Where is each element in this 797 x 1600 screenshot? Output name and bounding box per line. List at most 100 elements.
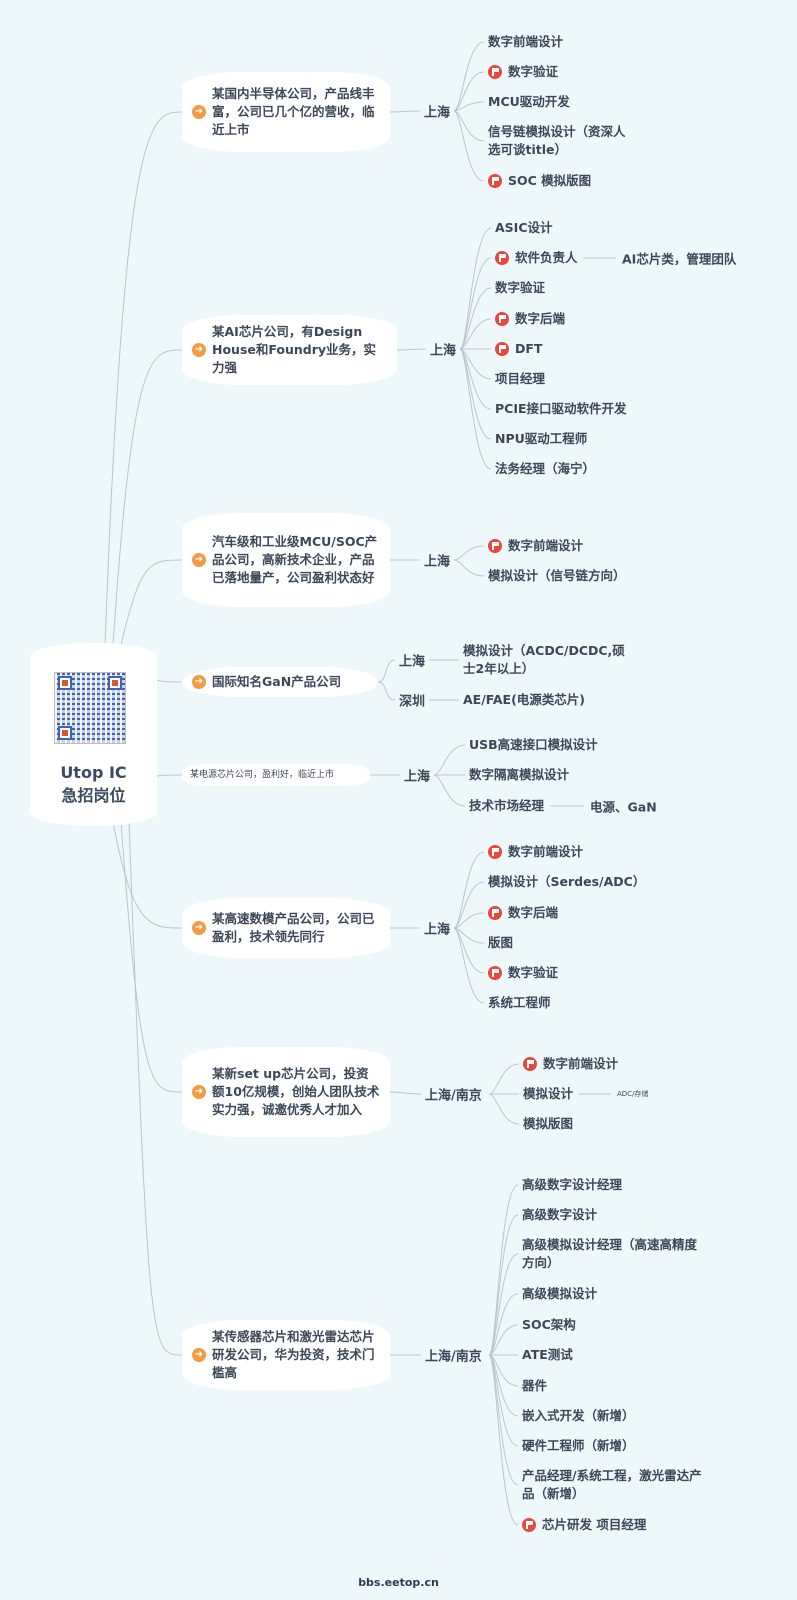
job-item[interactable]: ATE测试 [522, 1346, 573, 1364]
job-item[interactable]: 数字前端设计 [488, 843, 583, 861]
job-item[interactable]: DFT [495, 340, 542, 358]
job-title: DFT [515, 341, 543, 356]
job-item[interactable]: NPU驱动工程师 [495, 430, 587, 448]
job-item[interactable]: 高级数字设计经理 [522, 1176, 622, 1194]
job-title: 模拟设计（信号链方向） [488, 568, 626, 583]
job-item[interactable]: 硬件工程师（新增） [522, 1437, 635, 1455]
city-job-connector [488, 1063, 520, 1095]
company-node[interactable]: ➜ 某高速数模产品公司，公司已盈利，技术领先同行 [182, 898, 390, 958]
job-item[interactable]: SOC架构 [522, 1316, 576, 1334]
arrow-right-icon: ➜ [192, 921, 206, 935]
job-title: SOC架构 [522, 1317, 576, 1332]
job-title: NPU驱动工程师 [495, 431, 588, 446]
arrow-right-icon: ➜ [192, 105, 206, 119]
job-item[interactable]: 法务经理（海宁） [495, 460, 595, 478]
company-name: 国际知名GaN产品公司 [212, 674, 342, 689]
job-item[interactable]: 模拟设计（信号链方向） [488, 567, 626, 585]
arrow-right-icon: ➜ [192, 675, 206, 689]
company-node[interactable]: ➜某新set up芯片公司，投资额10亿规模，创始人团队技术实力强，诚邀优秀人才… [182, 1047, 390, 1137]
city-label[interactable]: 上海 [430, 343, 457, 359]
job-item[interactable]: 数字前端设计 [488, 537, 583, 555]
company-name: 某高速数模产品公司，公司已盈利，技术领先同行 [212, 911, 375, 944]
company-node[interactable]: ➜某AI芯片公司，有Design House和Foundry业务，实力强 [182, 315, 397, 385]
city-job-connector [453, 101, 485, 112]
company-name: 某传感器芯片和激光雷达芯片研发公司，华为投资，技术门槛高 [212, 1329, 375, 1380]
job-title: 系统工程师 [488, 995, 551, 1010]
job-item[interactable]: 高级模拟设计 [522, 1285, 597, 1303]
job-item[interactable]: PCIE接口驱动软件开发 [495, 400, 627, 418]
job-title: 模拟设计 [523, 1086, 574, 1101]
city-label[interactable]: 上海/南京 [425, 1088, 482, 1104]
job-item[interactable]: 数字验证 [495, 279, 545, 297]
job-title: 高级模拟设计 [522, 1286, 598, 1301]
job-item[interactable]: 数字验证 [488, 964, 558, 982]
city-job-connector [488, 1324, 519, 1356]
job-item[interactable]: AE/FAE(电源类芯片) [463, 691, 585, 709]
job-title: 项目经理 [495, 371, 546, 386]
city-label[interactable]: 上海 [424, 554, 451, 570]
job-item[interactable]: 信号链模拟设计（资深人选可谈title） [488, 123, 628, 159]
city-job-connector [453, 559, 485, 577]
job-item[interactable]: 模拟设计 [523, 1085, 573, 1103]
job-title: 高级模拟设计经理（高速高精度方向） [522, 1237, 698, 1270]
job-item[interactable]: 产品经理/系统工程，激光雷达产品（新增） [522, 1467, 702, 1503]
company-node[interactable]: ➜ 国际知名GaN产品公司 [182, 667, 378, 697]
job-title: 版图 [488, 935, 514, 950]
company-name: 某国内半导体公司，产品线丰富，公司已几个亿的营收，临近上市 [212, 86, 375, 137]
city-job-connector [453, 110, 485, 142]
job-item[interactable]: 系统工程师 [488, 994, 551, 1012]
company-name: 汽车级和工业级MCU/SOC产品公司，高新技术企业，产品已落地量产，公司盈利状态… [212, 534, 378, 585]
job-title: 数字隔离模拟设计 [469, 767, 570, 782]
job-item[interactable]: 数字隔离模拟设计 [469, 766, 569, 784]
city-label[interactable]: 上海/南京 [425, 1349, 482, 1365]
job-item[interactable]: 模拟版图 [523, 1115, 573, 1133]
company-node[interactable]: 某电源芯片公司，盈利好，临近上市 [182, 764, 370, 786]
job-item[interactable]: 软件负责人 [495, 249, 578, 267]
job-item[interactable]: 模拟设计（Serdes/ADC） [488, 873, 645, 891]
job-item[interactable]: 高级数字设计 [522, 1206, 597, 1224]
company-name: 某新set up芯片公司，投资额10亿规模，创始人团队技术实力强，诚邀优秀人才加… [212, 1066, 380, 1117]
city-label[interactable]: 上海 [399, 654, 426, 670]
job-item[interactable]: 数字验证 [488, 63, 558, 81]
city-job-connector [459, 318, 492, 350]
city-job-connector [459, 348, 492, 470]
arrow-right-icon: ➜ [192, 1348, 206, 1362]
job-title: 数字后端 [515, 311, 566, 326]
root-connector [128, 821, 183, 1356]
company-node[interactable]: ➜ 某国内半导体公司，产品线丰富，公司已几个亿的营收，临近上市 [182, 72, 390, 152]
city-job-connector [453, 881, 485, 929]
job-item[interactable]: 版图 [488, 934, 513, 952]
job-item[interactable]: 数字后端 [495, 310, 565, 328]
city-label[interactable]: 深圳 [399, 694, 426, 710]
job-item[interactable]: USB高速接口模拟设计 [469, 736, 598, 754]
company-node[interactable]: ➜汽车级和工业级MCU/SOC产品公司，高新技术企业，产品已落地量产，公司盈利状… [182, 513, 390, 607]
job-title: 硬件工程师（新增） [522, 1438, 635, 1453]
job-item[interactable]: 模拟设计（ACDC/DCDC,硕士2年以上） [463, 642, 633, 678]
job-item[interactable]: 数字前端设计 [488, 33, 563, 51]
root-connector [120, 559, 183, 646]
city-job-connector [488, 1184, 519, 1356]
job-title: 信号链模拟设计（资深人选可谈title） [488, 124, 626, 157]
job-title: AE/FAE(电源类芯片) [463, 692, 586, 707]
job-item[interactable]: 技术市场经理 [469, 797, 544, 815]
job-item[interactable]: 芯片研发 项目经理 [522, 1516, 646, 1534]
qr-code-icon [54, 672, 126, 744]
job-item[interactable]: 数字前端设计 [523, 1055, 618, 1073]
root-title-line1: Utop IC [60, 763, 127, 782]
company-node[interactable]: ➜ 某传感器芯片和激光雷达芯片研发公司，华为投资，技术门槛高 [182, 1320, 390, 1390]
flag-icon [495, 312, 509, 326]
job-item[interactable]: 数字后端 [488, 904, 558, 922]
job-item[interactable]: 器件 [522, 1377, 547, 1395]
city-label[interactable]: 上海 [404, 769, 431, 785]
city-label[interactable]: 上海 [424, 105, 451, 121]
job-item[interactable]: 高级模拟设计经理（高速高精度方向） [522, 1236, 702, 1272]
job-title: 数字后端 [508, 905, 559, 920]
job-title: 数字前端设计 [488, 34, 564, 49]
job-item[interactable]: ASIC设计 [495, 219, 553, 237]
job-item[interactable]: 嵌入式开发（新增） [522, 1407, 635, 1425]
city-label[interactable]: 上海 [424, 922, 451, 938]
job-item[interactable]: 项目经理 [495, 370, 545, 388]
job-item[interactable]: SOC 模拟版图 [488, 172, 591, 190]
job-item[interactable]: MCU驱动开发 [488, 93, 570, 111]
root-node[interactable]: Utop IC 急招岗位 [30, 643, 157, 826]
